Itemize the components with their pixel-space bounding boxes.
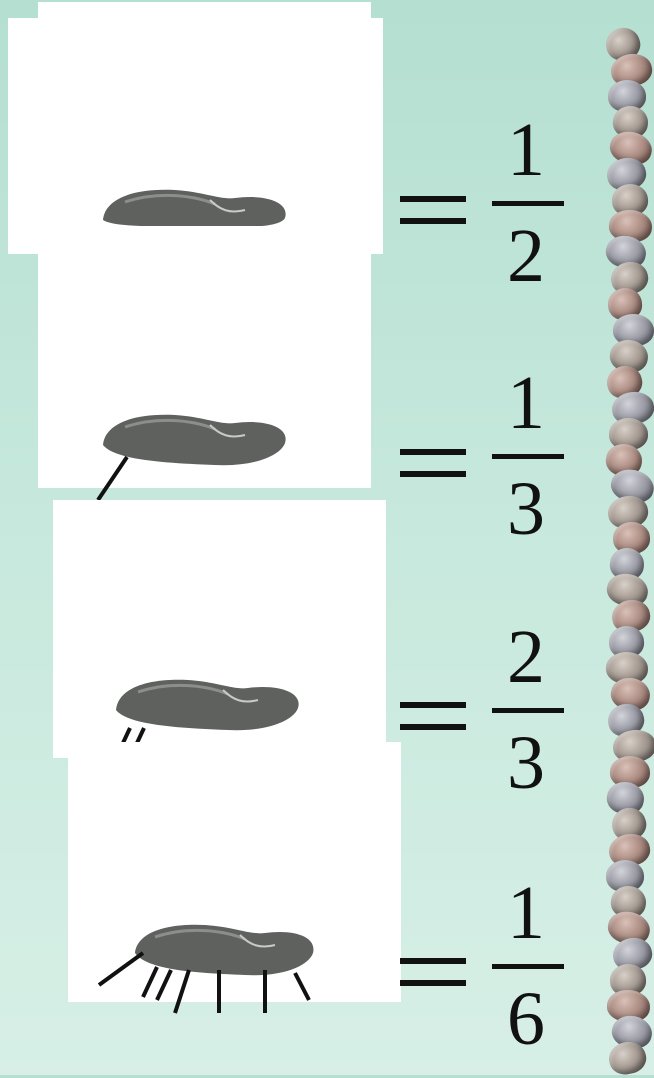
fraction-2-denominator: 3 (486, 464, 566, 554)
cut-mark-4-4 (175, 970, 189, 1013)
equals-sign-4 (400, 952, 466, 992)
equals-sign-2 (400, 443, 466, 483)
pebble-border (598, 0, 654, 1075)
cut-mark-4-1 (99, 953, 143, 985)
fraction-2-numerator: 1 (486, 358, 566, 448)
bread-image-4 (95, 915, 325, 1020)
fraction-1-numerator: 1 (486, 105, 566, 195)
fraction-4: 1 6 (486, 868, 566, 1068)
bread-image-2 (95, 405, 300, 505)
equals-sign-1 (400, 190, 466, 230)
fraction-1-bar (492, 201, 564, 206)
fraction-4-denominator: 6 (486, 974, 566, 1064)
fraction-3: 2 3 (486, 612, 566, 812)
cut-mark-4-7 (295, 973, 309, 1000)
cut-mark-4-3 (157, 970, 171, 1000)
fraction-2: 1 3 (486, 358, 566, 558)
equals-sign-3 (400, 696, 466, 736)
bread-image-1 (95, 180, 300, 230)
fraction-2-bar (492, 454, 564, 459)
cut-mark-4-2 (143, 967, 157, 997)
fraction-1: 1 2 (486, 105, 566, 305)
fraction-4-numerator: 1 (486, 868, 566, 958)
fraction-3-numerator: 2 (486, 612, 566, 702)
fraction-3-denominator: 3 (486, 718, 566, 808)
fraction-4-bar (492, 964, 564, 969)
cut-mark-2-1 (98, 457, 127, 500)
fraction-1-denominator: 2 (486, 211, 566, 301)
fraction-3-bar (492, 708, 564, 713)
